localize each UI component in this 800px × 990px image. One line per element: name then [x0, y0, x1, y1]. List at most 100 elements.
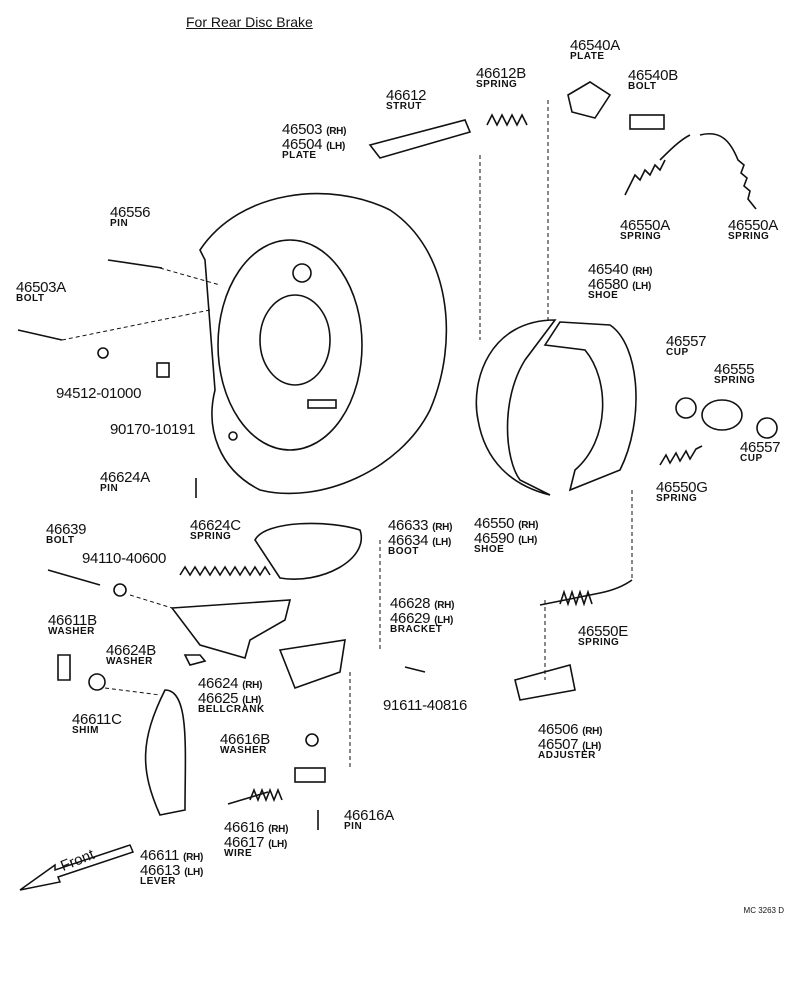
part-name: BOOT	[388, 546, 419, 557]
part-name: BRACKET	[390, 624, 443, 635]
part-number-text: 46612B	[476, 65, 526, 82]
part-number: 46613(LH)	[140, 863, 203, 878]
part-name: SHOE	[588, 290, 619, 301]
part-number: 46540(RH)	[588, 262, 652, 277]
part-number-text: 94110-40600	[82, 550, 167, 567]
part-number: 46550(RH)	[474, 516, 538, 531]
side-indicator: (RH)	[632, 266, 653, 277]
side-indicator: (LH)	[268, 839, 288, 850]
part-number: 46616A	[344, 808, 394, 823]
part-number-text: 46557	[666, 333, 707, 350]
side-indicator: (LH)	[184, 867, 204, 878]
part-number-text: 46504	[282, 136, 323, 153]
part-number-text: 46611C	[72, 711, 122, 728]
part-number: 46557	[740, 439, 781, 456]
part-number-text: 46611B	[48, 612, 97, 629]
part-callout: 46506(RH)46507(LH)ADJUSTER	[538, 722, 602, 761]
part-callout: 90170-10191	[110, 422, 195, 437]
part-callout: 46624(RH)46625(LH)BELLCRANK	[198, 676, 265, 715]
part-callout: 46628(RH)46629(LH)BRACKET	[390, 596, 454, 635]
part-name: CUP	[740, 453, 763, 464]
part-number: 46580(LH)	[588, 277, 652, 292]
part-number-text: 46556	[110, 204, 151, 221]
small-parts-drawing	[17, 81, 778, 830]
part-number-text: 46550G	[656, 479, 708, 496]
backing-plate-drawing	[199, 192, 448, 495]
part-number-text: 46555	[714, 361, 755, 378]
part-number-text: 46633	[388, 517, 429, 534]
part-callout: 94512-01000	[56, 386, 141, 401]
part-name: SPRING	[728, 231, 770, 242]
part-name: PIN	[110, 218, 129, 229]
part-number-text: 46611	[140, 847, 180, 864]
part-number-text: 46550A	[728, 217, 778, 234]
part-number: 94110-40600	[82, 551, 166, 566]
part-name: WASHER	[220, 745, 267, 756]
part-number: 46550G	[656, 480, 708, 495]
part-name: PLATE	[570, 51, 605, 62]
part-number-text: 46540	[588, 261, 629, 278]
part-number-text: 46624C	[190, 517, 241, 534]
part-number-text: 46557	[740, 439, 781, 456]
part-number-text: 46628	[390, 595, 431, 612]
part-number-text: 46639	[46, 521, 87, 538]
part-number-text: 46580	[588, 276, 629, 293]
side-indicator: (LH)	[326, 141, 346, 152]
side-indicator: (RH)	[518, 520, 539, 531]
part-number: 46628(RH)	[390, 596, 454, 611]
part-number: 94512-01000	[56, 386, 141, 401]
part-number-text: 46613	[140, 862, 181, 879]
part-number: 46507(LH)	[538, 737, 602, 752]
part-name: SHIM	[72, 725, 99, 736]
side-indicator: (RH)	[326, 126, 347, 137]
side-indicator: (LH)	[632, 281, 652, 292]
part-number-text: 46629	[390, 610, 431, 627]
side-indicator: (RH)	[183, 852, 204, 863]
part-name: SPRING	[656, 493, 698, 504]
part-name: SPRING	[190, 531, 232, 542]
part-name: PIN	[100, 483, 119, 494]
part-number: 46557	[666, 333, 707, 350]
part-number-text: 46634	[388, 532, 429, 549]
part-number-text: 46624B	[106, 642, 156, 659]
part-number: 46624B	[106, 643, 156, 658]
part-number: 46550A	[620, 218, 670, 233]
part-number: 46625(LH)	[198, 691, 265, 706]
part-number-text: 91611-40816	[383, 697, 468, 714]
part-number: 46639	[46, 521, 87, 538]
shoe-drawing	[475, 319, 637, 496]
part-number-text: 46617	[224, 834, 265, 851]
part-name: WASHER	[48, 626, 95, 637]
part-number: 46611B	[48, 613, 97, 628]
part-name: PLATE	[282, 150, 317, 161]
part-name: BOLT	[46, 535, 75, 546]
part-number: 46504(LH)	[282, 137, 346, 152]
part-number-text: 46540A	[570, 37, 620, 54]
part-number: 46556	[110, 204, 151, 221]
part-name: BOLT	[16, 293, 45, 304]
springs-drawing	[179, 113, 757, 805]
part-number: 46540B	[628, 68, 678, 83]
part-number: 46550E	[578, 624, 628, 639]
part-number: 46540A	[570, 38, 620, 53]
part-callout: 46540(RH)46580(LH)SHOE	[588, 262, 652, 301]
part-number: 46612	[386, 88, 427, 103]
side-indicator: (LH)	[518, 535, 538, 546]
part-number-text: 94512-01000	[56, 385, 142, 402]
part-number-text: 46625	[198, 690, 239, 707]
side-indicator: (LH)	[242, 695, 262, 706]
part-name: SPRING	[620, 231, 662, 242]
part-number-text: 46616	[224, 819, 265, 836]
part-number: 46634(LH)	[388, 533, 452, 548]
